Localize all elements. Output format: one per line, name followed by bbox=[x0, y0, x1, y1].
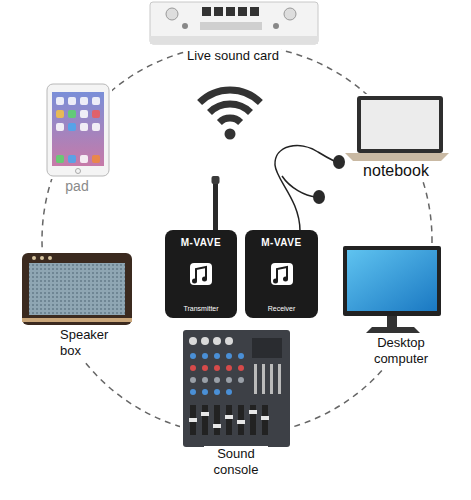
device-label: Desktop computer bbox=[363, 335, 439, 368]
brand-name: M-VAVE bbox=[261, 237, 301, 248]
wifi-symbol bbox=[200, 90, 261, 139]
device-label: Live sound card bbox=[185, 48, 281, 64]
device-label: notebook bbox=[361, 161, 431, 181]
device-label: pad bbox=[63, 178, 90, 196]
receiver-body bbox=[245, 146, 345, 318]
brand-name: M-VAVE bbox=[181, 237, 221, 248]
notebook-icon bbox=[343, 94, 451, 162]
device-label: Speaker box bbox=[58, 327, 122, 360]
device-box: M-VAVE Transmitter bbox=[165, 230, 237, 318]
speaker-icon bbox=[19, 250, 135, 328]
monitor-icon bbox=[340, 243, 444, 335]
pad-icon bbox=[44, 82, 112, 179]
sound-card-icon bbox=[146, 0, 322, 48]
transmitter-body bbox=[165, 176, 237, 318]
device-label: Sound console bbox=[204, 446, 268, 479]
device-name: Transmitter bbox=[183, 305, 218, 313]
mixer-icon bbox=[180, 327, 293, 450]
device-box: M-VAVE Receiver bbox=[245, 230, 318, 318]
device-name: Receiver bbox=[268, 305, 296, 313]
